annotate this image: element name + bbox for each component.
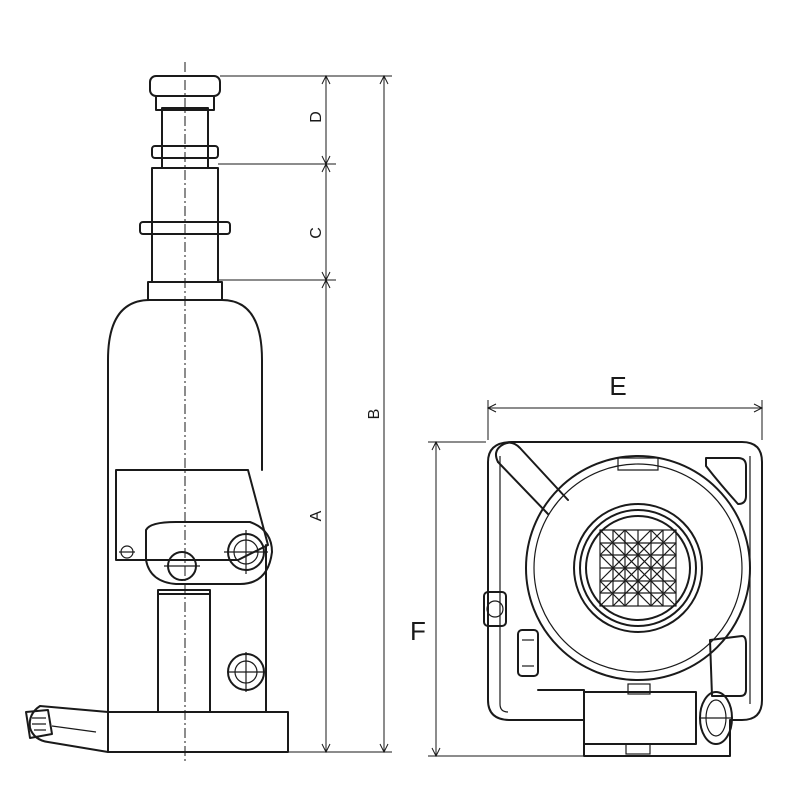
pump-plunger	[157, 589, 211, 713]
corner-cutout-tr	[705, 457, 747, 505]
dim-label-d: D	[308, 111, 325, 123]
dim-label-f: F	[410, 616, 426, 646]
dim-label-e: E	[609, 371, 626, 401]
top-view: E F	[410, 371, 764, 758]
cylinder-body	[107, 299, 263, 713]
handle-socket	[28, 705, 109, 753]
dim-label-c: C	[308, 227, 325, 239]
side-view: D C A B	[25, 62, 392, 764]
dim-label-b: B	[366, 409, 383, 420]
saddle-neck	[155, 95, 215, 111]
side-fitting	[483, 591, 507, 627]
pivot-lug	[145, 521, 273, 585]
pump-stem	[517, 629, 539, 677]
base-plate	[107, 711, 289, 753]
cylinder-outer	[525, 455, 751, 681]
saddle-face	[585, 515, 691, 621]
ram-circle	[573, 503, 703, 633]
handle-tube	[495, 441, 569, 501]
dim-label-a: A	[308, 510, 325, 521]
base-outline	[487, 441, 763, 757]
saddle-serration	[599, 529, 677, 607]
corner-cutout-br	[709, 635, 747, 697]
pump-body	[583, 691, 697, 745]
pump-housing	[115, 469, 269, 561]
